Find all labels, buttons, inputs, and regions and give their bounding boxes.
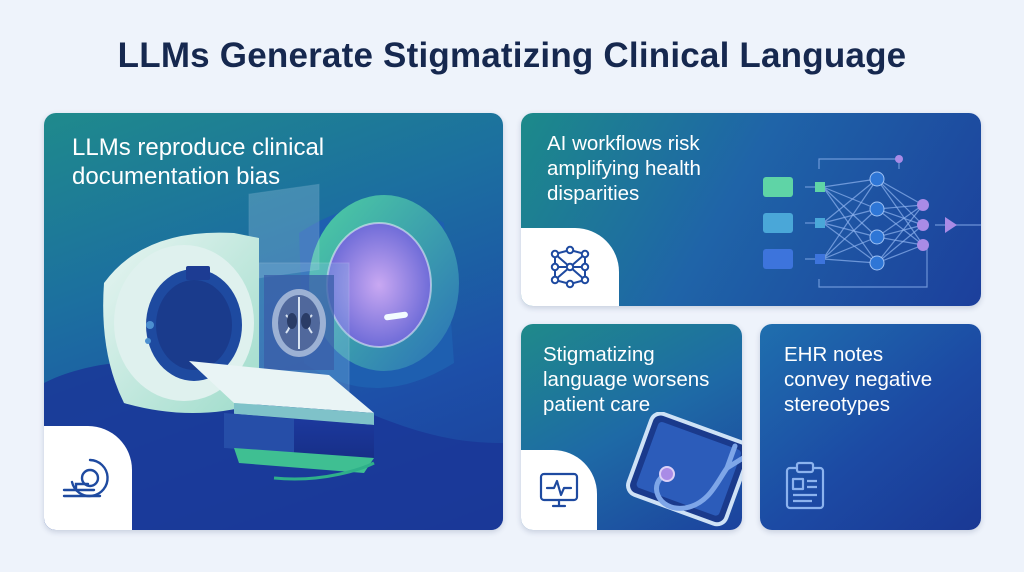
card-stigmatizing-language: Stigmatizing language worsens patient ca… [521, 324, 742, 530]
card-clinical-bias: LLMs reproduce clinical documentation bi… [44, 113, 503, 530]
card-ai-workflows-title: AI workflows risk amplifying health disp… [547, 132, 701, 205]
card-ai-workflows: AI workflows risk amplifying health disp… [521, 113, 981, 306]
card-clinical-bias-title: LLMs reproduce clinical documentation bi… [72, 134, 325, 191]
card-ehr-notes-title: EHR notes convey negative stereotypes [784, 343, 933, 416]
card-ai-workflows-icon-badge [521, 228, 619, 306]
card-stigmatizing-language-icon-badge [521, 450, 597, 530]
page-title: LLMs Generate Stigmatizing Clinical Lang… [117, 36, 907, 75]
card-stigmatizing-language-title: Stigmatizing language worsens patient ca… [543, 343, 710, 416]
card-clinical-bias-icon-badge [44, 426, 132, 530]
neural-network-illustration [763, 155, 981, 288]
card-ehr-notes: EHR notes convey negative stereotypes [760, 324, 981, 530]
mri-scanner-icon [62, 458, 109, 498]
clipboard-icon [785, 461, 825, 510]
tablet-stethoscope-illustration [626, 412, 742, 527]
mri-scanner-illustration [44, 183, 503, 530]
neural-network-icon [550, 245, 590, 289]
heart-monitor-icon [539, 472, 579, 508]
